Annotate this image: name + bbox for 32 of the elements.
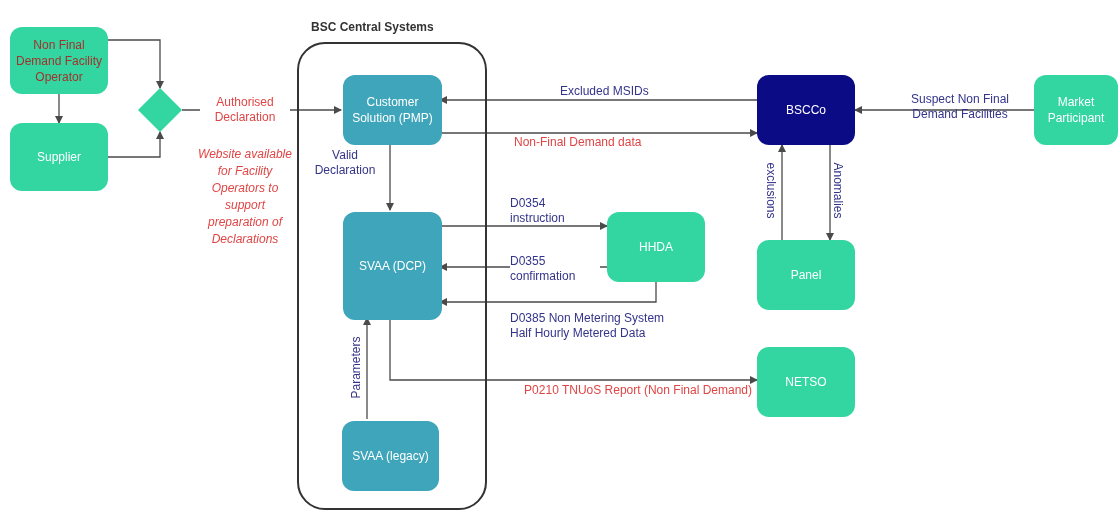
arrow	[107, 39, 164, 89]
arrow	[826, 144, 834, 241]
arrow	[389, 317, 758, 384]
actor-box: Non Final Demand Facility Operator	[10, 27, 108, 94]
edge-label: P0210 TNUoS Report (Non Final Demand)	[523, 383, 752, 398]
arrow	[778, 144, 786, 241]
process-box: SVAA (legacy)	[342, 421, 439, 491]
arrow	[55, 93, 63, 124]
actor-box: Panel	[757, 240, 855, 310]
edge-label: Non-Final Demand data	[514, 135, 643, 150]
process-box: Customer Solution (PMP)	[343, 75, 442, 145]
arrow	[363, 317, 371, 420]
edge-label: Anomalies	[829, 161, 845, 221]
group-title: BSC Central Systems	[311, 19, 434, 36]
decision-diamond	[138, 88, 182, 132]
actor-box: HHDA	[607, 212, 705, 282]
arrow	[854, 106, 1035, 114]
edge-label: D0354 instruction	[510, 196, 566, 226]
edge-label: Parameters	[348, 335, 364, 401]
actor-box: BSCCo	[757, 75, 855, 145]
arrow	[386, 142, 394, 211]
edge-label: Suspect Non Final Demand Facilities	[909, 92, 1011, 122]
actor-box: Market Participant	[1034, 75, 1118, 145]
actor-box: NETSO	[757, 347, 855, 417]
note-text: Website available for Facility Operators to support preparation of Declarations	[197, 146, 293, 248]
edge-label: D0385 Non Metering System Half Hourly Metered Data	[510, 311, 666, 341]
arrow	[107, 131, 164, 158]
edge-label: exclusions	[762, 161, 778, 221]
process-box: SVAA (DCP)	[343, 212, 442, 320]
edge-label: Excluded MSIDs	[560, 84, 650, 99]
edge-label: Valid Declaration	[313, 148, 377, 178]
actor-box: Supplier	[10, 123, 108, 191]
